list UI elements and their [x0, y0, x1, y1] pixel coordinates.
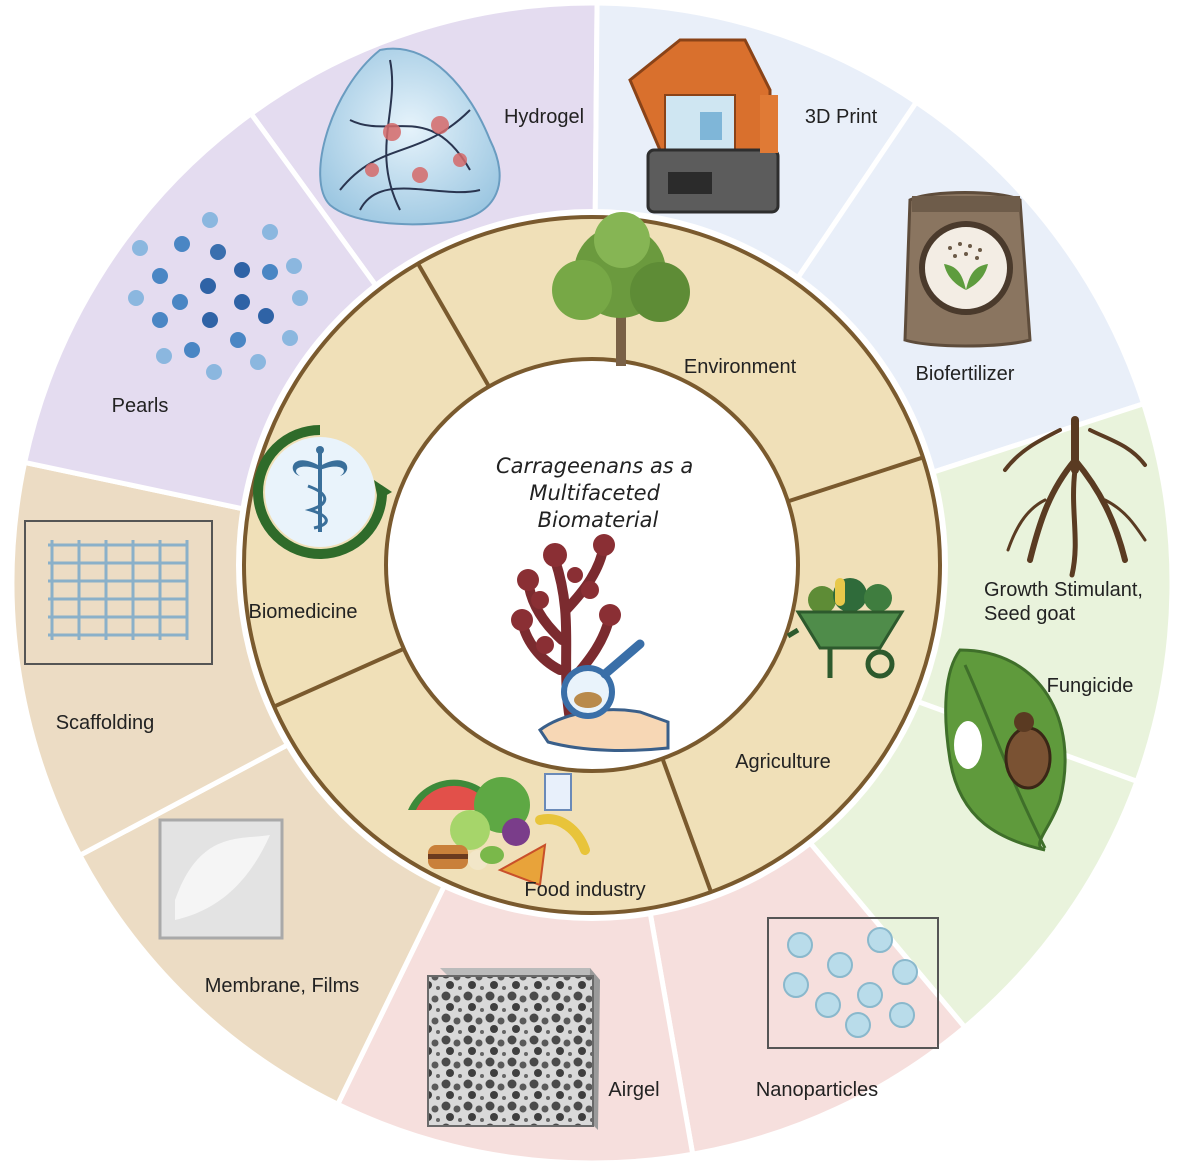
center-title: Carrageenans as a Multifaceted Biomateri…	[496, 454, 700, 532]
hydrogel-icon	[319, 47, 501, 226]
pearl	[292, 290, 308, 306]
label-scaffolding: Scaffolding	[56, 712, 155, 734]
pearl	[234, 262, 250, 278]
label-agriculture: Agriculture	[735, 751, 831, 773]
fertilizer-bag-icon	[903, 191, 1032, 348]
label-growth-stimulant: Growth Stimulant, Seed goat	[984, 579, 1149, 625]
pearl	[132, 240, 148, 256]
pearl	[210, 244, 226, 260]
tree-icon	[552, 212, 690, 366]
printer-icon	[628, 38, 780, 214]
pearl	[156, 348, 172, 364]
roots-icon	[1003, 416, 1147, 578]
label-membrane-films: Membrane, Films	[205, 975, 359, 997]
leaf-beetle-icon	[944, 648, 1067, 852]
inner-divider-2	[787, 455, 924, 504]
pearl	[230, 332, 246, 348]
pearl	[172, 294, 188, 310]
outer-outline	[10, 1, 1174, 1165]
inner-dividers	[273, 262, 924, 893]
pearl	[200, 278, 216, 294]
center-circle	[384, 357, 800, 773]
center-title-line-2: Multifaceted	[529, 481, 660, 505]
nanoparticles-icon	[767, 917, 939, 1049]
inner-divider-3	[660, 757, 713, 893]
wheelbarrow-icon	[786, 578, 905, 679]
center-title-line-1: Carrageenans as a	[496, 454, 693, 478]
label-growth-stimulant-line-2: Seed goat	[984, 603, 1076, 625]
pearl	[152, 268, 168, 284]
pearls-icon	[128, 212, 308, 380]
label-airgel: Airgel	[608, 1079, 659, 1101]
pearl	[282, 330, 298, 346]
pearl	[128, 290, 144, 306]
pearl	[262, 224, 278, 240]
pearl	[258, 308, 274, 324]
caduceus-icon	[253, 425, 392, 559]
label-food-industry: Food industry	[524, 879, 645, 901]
pearl	[152, 312, 168, 328]
label-fungicide: Fungicide	[1047, 675, 1134, 697]
label-3d-print: 3D Print	[805, 106, 878, 128]
scaffold-grid-icon	[24, 520, 213, 665]
inner-ring	[236, 209, 948, 921]
inner-divider-1	[416, 262, 491, 388]
center-title-line-3: Biomaterial	[538, 508, 659, 532]
label-growth-stimulant-line-1: Growth Stimulant,	[984, 579, 1143, 601]
pearl	[174, 236, 190, 252]
food-icon	[408, 773, 590, 887]
pearl	[286, 258, 302, 274]
pearl	[206, 364, 222, 380]
label-pearls: Pearls	[112, 395, 169, 417]
pearl	[250, 354, 266, 370]
pearl	[202, 312, 218, 328]
seaweed-hand-icon	[511, 534, 670, 752]
label-environment: Environment	[684, 356, 797, 378]
label-biomedicine: Biomedicine	[249, 601, 358, 623]
inner-divider-4	[273, 646, 405, 709]
labels: Environment Agriculture Food industry Bi…	[56, 106, 1149, 1101]
pearl	[184, 342, 200, 358]
label-biofertilizer: Biofertilizer	[916, 363, 1015, 385]
label-nanoparticles: Nanoparticles	[756, 1079, 878, 1101]
pearl	[262, 264, 278, 280]
pearl	[202, 212, 218, 228]
film-icon	[158, 818, 284, 940]
label-hydrogel: Hydrogel	[504, 106, 584, 128]
pearl	[234, 294, 250, 310]
aerogel-cube-icon	[427, 968, 600, 1130]
